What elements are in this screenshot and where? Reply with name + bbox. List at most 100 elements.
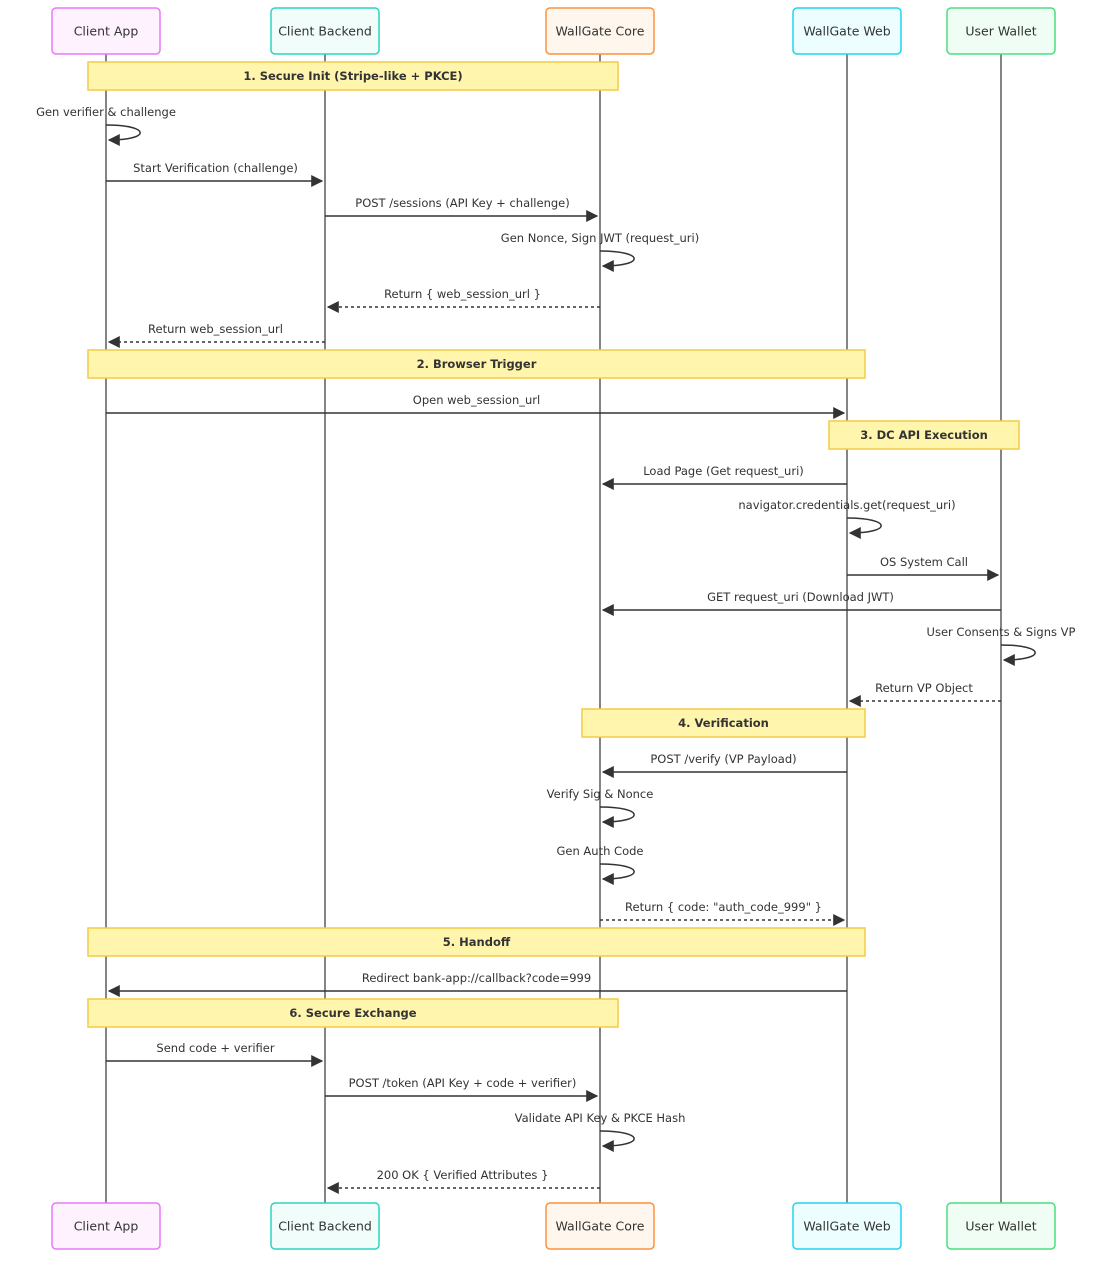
- note-box: [87, 998, 619, 1028]
- message-label: 200 OK { Verified Attributes }: [377, 1168, 549, 1182]
- message: Start Verification (challenge): [106, 161, 324, 187]
- message-label: Start Verification (challenge): [133, 161, 298, 175]
- participant-label: WallGate Web: [803, 24, 890, 39]
- message-label: POST /verify (VP Payload): [650, 752, 796, 766]
- note-box: [87, 61, 619, 91]
- participant-box: [792, 1202, 902, 1250]
- participant-wallgate-web-bottom: WallGate Web: [792, 1202, 902, 1250]
- message-label: Load Page (Get request_uri): [643, 464, 804, 478]
- self-message: navigator.credentials.get(request_uri): [738, 498, 956, 539]
- participant-box: [545, 1202, 655, 1250]
- section-note: 4. Verification: [581, 708, 866, 738]
- self-message-label: Validate API Key & PKCE Hash: [515, 1111, 686, 1125]
- participant-wallgate-core-top: WallGate Core: [545, 7, 655, 55]
- message-label: POST /token (API Key + code + verifier): [349, 1076, 577, 1090]
- message-label: Return { code: "auth_code_999" }: [625, 900, 822, 914]
- note-box: [87, 349, 866, 379]
- message: Redirect bank-app://callback?code=999: [107, 971, 847, 997]
- note-label: 1. Secure Init (Stripe-like + PKCE): [243, 69, 462, 83]
- participant-wallgate-web-top: WallGate Web: [792, 7, 902, 55]
- section-note: 3. DC API Execution: [828, 420, 1020, 450]
- message-label: GET request_uri (Download JWT): [707, 590, 894, 604]
- participant-box: [946, 1202, 1056, 1250]
- reply-message: Return VP Object: [848, 681, 1001, 707]
- message: POST /verify (VP Payload): [601, 752, 847, 778]
- participant-box: [51, 7, 161, 55]
- self-loop-arrow: [599, 806, 635, 828]
- self-message: Gen verifier & challenge: [36, 105, 176, 146]
- section-note: 2. Browser Trigger: [87, 349, 866, 379]
- participant-box: [792, 7, 902, 55]
- participant-label: WallGate Web: [803, 1219, 890, 1234]
- self-loop-arrow: [846, 517, 882, 539]
- note-label: 2. Browser Trigger: [417, 357, 537, 371]
- participant-wallgate-core-bottom: WallGate Core: [545, 1202, 655, 1250]
- message-label: OS System Call: [880, 555, 968, 569]
- message: POST /sessions (API Key + challenge): [325, 196, 599, 222]
- note-label: 4. Verification: [678, 716, 769, 730]
- message: Load Page (Get request_uri): [601, 464, 847, 490]
- participant-user-wallet-bottom: User Wallet: [946, 1202, 1056, 1250]
- message-label: Return { web_session_url }: [384, 287, 541, 301]
- reply-message: 200 OK { Verified Attributes }: [326, 1168, 600, 1194]
- participant-box: [270, 1202, 380, 1250]
- self-loop-arrow: [599, 863, 635, 885]
- self-loop-arrow: [599, 250, 635, 272]
- message-label: Send code + verifier: [156, 1041, 274, 1055]
- participant-label: WallGate Core: [555, 1219, 644, 1234]
- participant-user-wallet-top: User Wallet: [946, 7, 1056, 55]
- message: OS System Call: [847, 555, 1000, 581]
- participant-label: WallGate Core: [555, 24, 644, 39]
- participant-client-backend-bottom: Client Backend: [270, 1202, 380, 1250]
- participant-label: Client App: [74, 1219, 139, 1234]
- participant-label: Client Backend: [278, 1219, 372, 1234]
- participant-box: [545, 7, 655, 55]
- message-label: POST /sessions (API Key + challenge): [355, 196, 569, 210]
- reply-message: Return { code: "auth_code_999" }: [600, 900, 846, 926]
- participant-label: User Wallet: [965, 24, 1036, 39]
- lifelines: [105, 54, 1002, 1203]
- message: Open web_session_url: [106, 393, 846, 419]
- self-message-label: Gen verifier & challenge: [36, 105, 176, 119]
- self-message-label: Gen Auth Code: [557, 844, 644, 858]
- reply-message: Return web_session_url: [107, 322, 325, 348]
- self-message-label: User Consents & Signs VP: [927, 625, 1076, 639]
- note-box: [87, 927, 866, 957]
- section-notes: 1. Secure Init (Stripe-like + PKCE) 2. Br…: [87, 61, 1020, 1028]
- self-loop-arrow: [105, 124, 141, 146]
- participant-label: User Wallet: [965, 1219, 1036, 1234]
- message-label: Return web_session_url: [148, 322, 283, 336]
- note-label: 5. Handoff: [443, 935, 511, 949]
- note-label: 6. Secure Exchange: [289, 1006, 416, 1020]
- participant-label: Client App: [74, 24, 139, 39]
- self-message-label: navigator.credentials.get(request_uri): [738, 498, 955, 512]
- message-label: Redirect bank-app://callback?code=999: [362, 971, 591, 985]
- self-message: Gen Auth Code: [557, 844, 644, 885]
- message: POST /token (API Key + code + verifier): [325, 1076, 599, 1102]
- participant-label: Client Backend: [278, 24, 372, 39]
- participant-box: [946, 7, 1056, 55]
- self-loop-arrow: [1000, 644, 1036, 666]
- self-message: User Consents & Signs VP: [927, 625, 1076, 666]
- self-message: Gen Nonce, Sign JWT (request_uri): [501, 231, 699, 272]
- self-message-label: Verify Sig & Nonce: [547, 787, 654, 801]
- message-label: Open web_session_url: [413, 393, 540, 407]
- self-message-label: Gen Nonce, Sign JWT (request_uri): [501, 231, 699, 245]
- section-note: 6. Secure Exchange: [87, 998, 619, 1028]
- message-label: Return VP Object: [875, 681, 973, 695]
- self-message: Verify Sig & Nonce: [547, 787, 654, 828]
- note-box: [828, 420, 1020, 450]
- participants-top: Client App Client Backend WallGate Core Wal…: [51, 7, 1056, 55]
- participants-bottom: Client App Client Backend WallGate Core Wal…: [51, 1202, 1056, 1250]
- participant-box: [51, 1202, 161, 1250]
- note-label: 3. DC API Execution: [860, 428, 988, 442]
- note-box: [581, 708, 866, 738]
- participant-client-app-top: Client App: [51, 7, 161, 55]
- participant-client-backend-top: Client Backend: [270, 7, 380, 55]
- section-note: 5. Handoff: [87, 927, 866, 957]
- participant-box: [270, 7, 380, 55]
- reply-message: Return { web_session_url }: [326, 287, 600, 313]
- self-loop-arrow: [599, 1130, 635, 1152]
